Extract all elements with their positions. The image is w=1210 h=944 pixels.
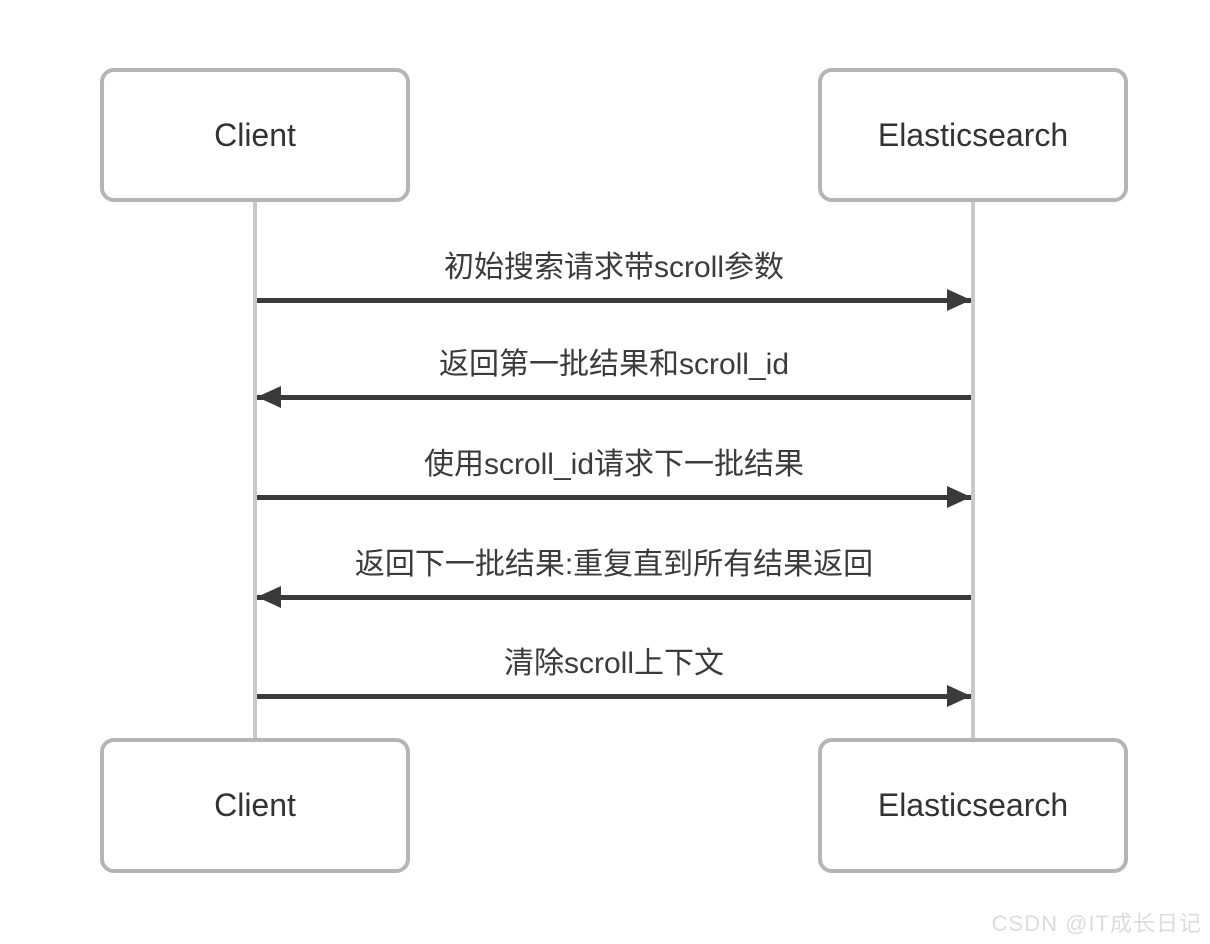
actor-label-client-top: Client bbox=[214, 116, 296, 153]
actor-box-elasticsearch-bottom: Elasticsearch bbox=[818, 738, 1128, 873]
message-label: 清除scroll上下文 bbox=[503, 647, 724, 680]
message-label: 初始搜索请求带scroll参数 bbox=[443, 251, 784, 284]
message-return-next-batch: 返回下一批结果:重复直到所有结果返回 bbox=[257, 545, 971, 608]
actor-box-elasticsearch-top: Elasticsearch bbox=[818, 68, 1128, 202]
arrow-right-icon bbox=[257, 486, 971, 508]
actor-box-client-top: Client bbox=[100, 68, 410, 202]
message-label: 返回下一批结果:重复直到所有结果返回 bbox=[354, 548, 874, 581]
actor-label-elasticsearch-bottom: Elasticsearch bbox=[877, 787, 1069, 823]
lifeline-client bbox=[253, 202, 257, 738]
arrow-right-icon bbox=[257, 289, 971, 311]
message-label: 使用scroll_id请求下一批结果 bbox=[423, 448, 805, 481]
arrow-left-icon bbox=[257, 586, 971, 608]
actor-box-client-bottom: Client bbox=[100, 738, 410, 873]
message-initial-scroll-request: 初始搜索请求带scroll参数 bbox=[257, 248, 971, 311]
csdn-watermark: CSDN @IT成长日记 bbox=[991, 911, 1202, 936]
message-request-next-batch: 使用scroll_id请求下一批结果 bbox=[257, 445, 971, 508]
message-return-first-batch: 返回第一批结果和scroll_id bbox=[257, 345, 971, 408]
arrow-right-icon bbox=[257, 685, 971, 707]
arrow-left-icon bbox=[257, 386, 971, 408]
message-label: 返回第一批结果和scroll_id bbox=[438, 348, 790, 381]
lifeline-elasticsearch bbox=[971, 202, 975, 738]
actor-label-elasticsearch-top: Elasticsearch bbox=[877, 116, 1069, 153]
message-clear-scroll-context: 清除scroll上下文 bbox=[257, 644, 971, 707]
actor-label-client-bottom: Client bbox=[214, 787, 296, 823]
